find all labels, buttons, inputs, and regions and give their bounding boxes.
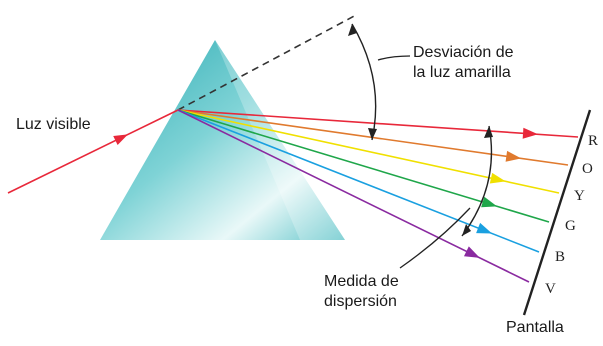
- ray-arrow-r: [522, 127, 538, 139]
- deviation-arc: [351, 23, 377, 141]
- prism: [100, 40, 345, 240]
- incident-ray-arrow: [113, 134, 128, 146]
- deviation-arc-arrow-bottom: [368, 128, 377, 140]
- dispersed-rays: [177, 109, 579, 283]
- ray-arrow-b: [476, 222, 493, 234]
- dispersion-leader-line: [399, 207, 471, 269]
- ray-arrow-y: [489, 172, 506, 184]
- dispersion-arc-arrow-bottom: [462, 224, 471, 236]
- color-letter-o: O: [582, 161, 593, 177]
- deviation-label-line1: Desviación de: [413, 44, 514, 61]
- dispersion-arc: [461, 125, 493, 237]
- ray-arrow-g: [481, 196, 498, 208]
- color-letter-r: R: [588, 133, 599, 149]
- dispersion-arc-arrow-top: [484, 126, 493, 138]
- prism-body: [100, 40, 345, 240]
- ray-arrow-o: [505, 150, 522, 162]
- incident-ray: [7, 109, 179, 194]
- screen-line: [522, 109, 592, 316]
- ray-arrow-v: [463, 246, 480, 258]
- dispersion-label-line2: dispersión: [324, 293, 397, 310]
- color-letter-b: B: [555, 249, 566, 265]
- dispersion-label-line1: Medida de: [324, 273, 399, 290]
- deviation-arc-arrow-top: [348, 24, 357, 36]
- color-letter-y: Y: [574, 188, 585, 204]
- screen-label: Pantalla: [506, 319, 564, 336]
- color-letter-g: G: [565, 218, 576, 234]
- incident-light-label: Luz visible: [16, 116, 91, 133]
- incident-extension-line: [177, 13, 359, 111]
- deviation-leader-line: [377, 55, 411, 61]
- ray-r: [177, 109, 579, 138]
- color-letter-v: V: [545, 281, 556, 297]
- deviation-label-line2: la luz amarilla: [413, 64, 511, 81]
